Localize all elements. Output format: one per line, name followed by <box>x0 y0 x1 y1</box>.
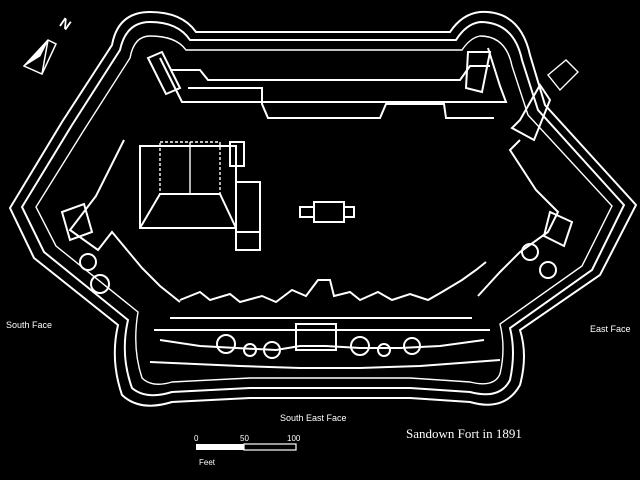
scale-tick-0: 0 <box>194 434 199 443</box>
central-barracks-building <box>139 141 261 251</box>
scale-unit: Feet <box>199 458 216 467</box>
magazine <box>299 201 355 223</box>
south-east-face-label: South East Face <box>280 413 347 423</box>
south-face-label: South Face <box>6 320 52 330</box>
rampart <box>68 47 579 303</box>
scale-tick-100: 100 <box>287 434 301 443</box>
scale-tick-50: 50 <box>240 434 249 443</box>
casemates <box>60 202 574 369</box>
plan-title: Sandown Fort in 1891 <box>406 426 522 441</box>
north-letter: N <box>57 14 74 33</box>
outer-ditch <box>8 10 638 407</box>
east-face-label: East Face <box>590 324 631 334</box>
north-arrow-icon <box>22 39 57 75</box>
scale-bar <box>196 443 297 451</box>
